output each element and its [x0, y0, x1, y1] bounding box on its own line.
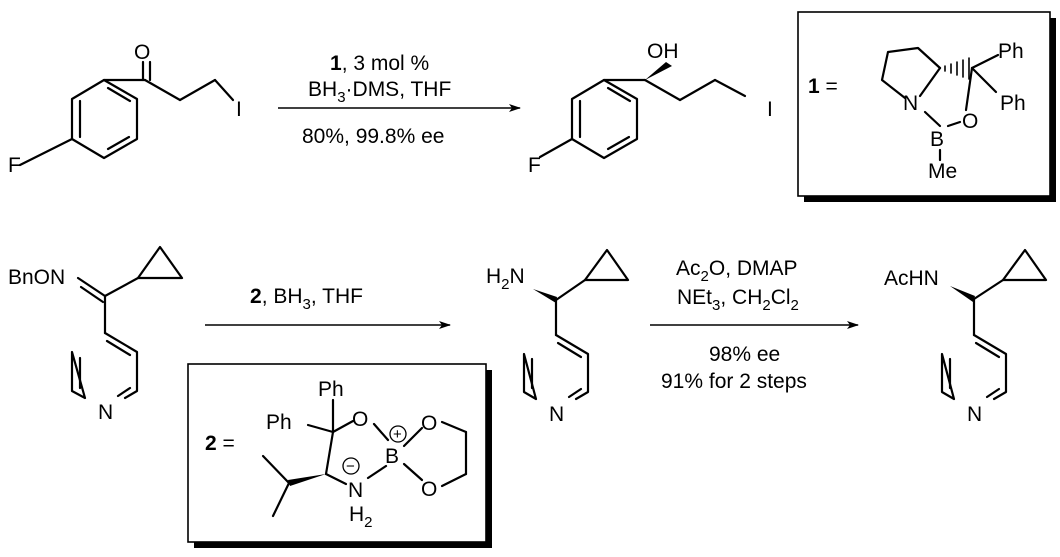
- iodine-label: I: [767, 98, 773, 121]
- molecule-oxime-ether: BnON N: [8, 245, 184, 424]
- amine-label: H2N: [486, 265, 525, 293]
- reaction-3-conditions-line1: Ac2O, DMAP: [676, 257, 798, 285]
- catalyst-2-boron: B: [385, 445, 399, 468]
- catalyst-2-box: 2 = Ph Ph O B O O N H2 + −: [187, 363, 492, 548]
- catalyst-2-phenyl-top: Ph: [318, 378, 344, 401]
- fluorine-label: F: [8, 154, 21, 177]
- acetamide-label: AcHN: [884, 267, 939, 290]
- reaction-1-arrow: 1, 3 mol % BH3·DMS, THF 80%, 99.8% ee: [278, 52, 521, 148]
- catalyst-1-phenyl-bottom: Ph: [1000, 92, 1026, 115]
- catalyst-2-oxygen-ring: O: [352, 408, 368, 431]
- fluorine-label: F: [528, 154, 541, 177]
- negative-charge-circle: [342, 457, 360, 475]
- catalyst-2-oxygen-bottom: O: [421, 478, 437, 501]
- hydroxyl-label: OH: [647, 40, 679, 63]
- molecule-iodo-alcohol: F OH I: [528, 40, 773, 177]
- positive-charge: +: [393, 426, 402, 443]
- reaction-3-yield: 91% for 2 steps: [661, 370, 807, 393]
- reaction-1-conditions-line1: 1, 3 mol %: [330, 52, 429, 75]
- iodine-label: I: [236, 98, 242, 121]
- reaction-1-yield: 80%, 99.8% ee: [302, 125, 444, 148]
- catalyst-1-nitrogen: N: [903, 92, 918, 115]
- catalyst-2-label: 2 =: [205, 432, 235, 455]
- stereo-hash-bond: [944, 57, 970, 80]
- pyridine-nitrogen: N: [98, 401, 113, 424]
- reaction-2-conditions: 2, BH3, THF: [250, 285, 363, 313]
- positive-charge-circle: [389, 425, 407, 443]
- molecule-primary-amine: H2N N: [486, 248, 630, 426]
- catalyst-2-phenyl-left: Ph: [266, 411, 292, 434]
- reaction-2-arrow: 2, BH3, THF: [205, 285, 451, 329]
- catalyst-1-boron: B: [930, 128, 944, 151]
- pyridine-nitrogen: N: [549, 403, 564, 426]
- negative-charge: −: [346, 458, 355, 475]
- catalyst-2-nitrogen: N: [348, 479, 363, 502]
- reaction-3-arrow: Ac2O, DMAP NEt3, CH2Cl2 98% ee 91% for 2…: [650, 257, 859, 393]
- reaction-3-ee: 98% ee: [709, 343, 780, 366]
- molecule-iodo-ketone: F O I: [8, 41, 242, 177]
- catalyst-1-oxygen: O: [962, 110, 978, 133]
- reaction-1-conditions-line2: BH3·DMS, THF: [308, 78, 451, 106]
- catalyst-2-nh2: H2: [349, 503, 373, 531]
- molecule-acetamide: AcHN N: [884, 248, 1048, 426]
- reaction-3-conditions-line2: NEt3, CH2Cl2: [677, 286, 799, 314]
- catalyst-1-methyl: Me: [928, 160, 957, 183]
- pyridine-nitrogen: N: [967, 403, 982, 426]
- benzyloxy-imine-label: BnON: [8, 266, 65, 289]
- catalyst-2-oxygen-top: O: [421, 412, 437, 435]
- ketone-oxygen-label: O: [134, 41, 150, 64]
- catalyst-1-box: 1 = Ph Ph N B O Me: [797, 11, 1056, 202]
- catalyst-1-phenyl-top: Ph: [998, 40, 1024, 63]
- catalyst-1-label: 1 =: [808, 75, 838, 98]
